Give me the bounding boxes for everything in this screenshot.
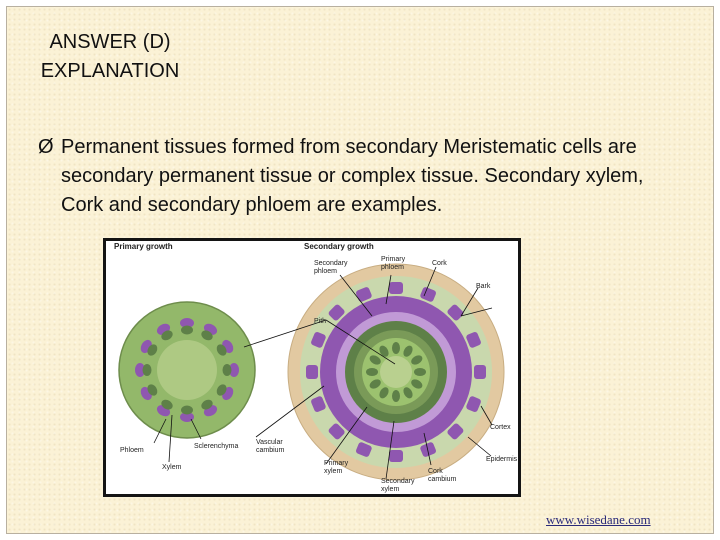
- primary-xylem-bundle: [379, 387, 389, 399]
- secondary-phloem-wedge: [447, 423, 464, 440]
- slide-title: ANSWER (D) EXPLANATION: [20, 28, 200, 86]
- label-phloem: Phloem: [120, 447, 144, 454]
- primary-vascular-bundle: [180, 318, 194, 335]
- primary-vascular-bundle: [140, 384, 158, 401]
- primary-vascular-bundle: [216, 339, 234, 356]
- source-link[interactable]: www.wisedane.com: [546, 512, 651, 527]
- primary-xylem-bundle: [369, 379, 381, 389]
- primary-vascular-bundle: [156, 399, 173, 417]
- primary-stem-illustration: [118, 301, 256, 439]
- primary-vascular-bundle: [222, 363, 239, 377]
- secondary-stem-illustration: [287, 263, 505, 481]
- label-bark: Bark: [476, 283, 491, 290]
- secondary-phloem-wedge: [306, 365, 318, 379]
- label-sclerenchyma: Sclerenchyma: [194, 443, 238, 450]
- label-pith: Pith: [314, 318, 326, 325]
- primary-vascular-bundle: [201, 399, 218, 417]
- primary-xylem-bundle: [403, 345, 413, 357]
- secondary-phloem-wedge: [466, 396, 481, 412]
- primary-xylem-bundle: [379, 345, 389, 357]
- bullet-text: Permanent tissues formed from secondary …: [61, 136, 644, 216]
- stem-growth-diagram: Primary growth Secondary growth: [103, 238, 521, 497]
- secondary-phloem-wedge: [389, 450, 403, 462]
- secondary-phloem-wedge: [311, 332, 326, 348]
- title-answer: ANSWER (D): [49, 31, 171, 53]
- secondary-phloem-wedge: [328, 304, 345, 321]
- primary-xylem-bundle: [411, 355, 423, 365]
- title-explanation: EXPLANATION: [40, 60, 180, 82]
- primary-xylem-bundle: [369, 355, 381, 365]
- secondary-phloem-wedge: [356, 442, 372, 457]
- secondary-phloem-wedge: [474, 365, 486, 379]
- primary-xylem-bundle: [366, 368, 378, 376]
- primary-vascular-bundle: [135, 363, 152, 377]
- primary-xylem-bundle: [392, 390, 400, 402]
- secondary-phloem-wedge: [466, 332, 481, 348]
- primary-vascular-bundle: [180, 405, 194, 422]
- heading-secondary-growth: Secondary growth: [304, 242, 374, 251]
- bullet-point: Ø Permanent tissues formed from secondar…: [38, 133, 668, 220]
- primary-xylem-bundle: [403, 387, 413, 399]
- primary-vascular-bundle: [140, 339, 158, 356]
- primary-xylem-bundle: [411, 379, 423, 389]
- primary-vascular-bundles: [135, 318, 239, 422]
- heading-primary-growth: Primary growth: [114, 242, 173, 251]
- secondary-phloem-wedge: [389, 282, 403, 294]
- primary-xylem-bundle: [392, 342, 400, 354]
- label-epidermis: Epidermis: [486, 456, 518, 463]
- secondary-phloem-wedge: [328, 423, 345, 440]
- primary-vascular-bundle: [156, 323, 173, 341]
- secondary-phloem-wedge: [311, 396, 326, 412]
- secondary-phloem-wedge: [356, 287, 372, 302]
- label-xylem: Xylem: [162, 464, 182, 471]
- secondary-phloem-wedge: [447, 304, 464, 321]
- primary-xylem-bundle: [414, 368, 426, 376]
- primary-vascular-bundle: [201, 323, 218, 341]
- bullet-arrow-icon: Ø: [38, 136, 54, 158]
- primary-vascular-bundle: [216, 384, 234, 401]
- label-cortex: Cortex: [490, 424, 511, 431]
- secondary-phloem-wedge: [420, 287, 436, 302]
- secondary-phloem-wedge: [420, 442, 436, 457]
- leader-lines: [153, 266, 493, 480]
- label-cork: Cork: [432, 260, 447, 267]
